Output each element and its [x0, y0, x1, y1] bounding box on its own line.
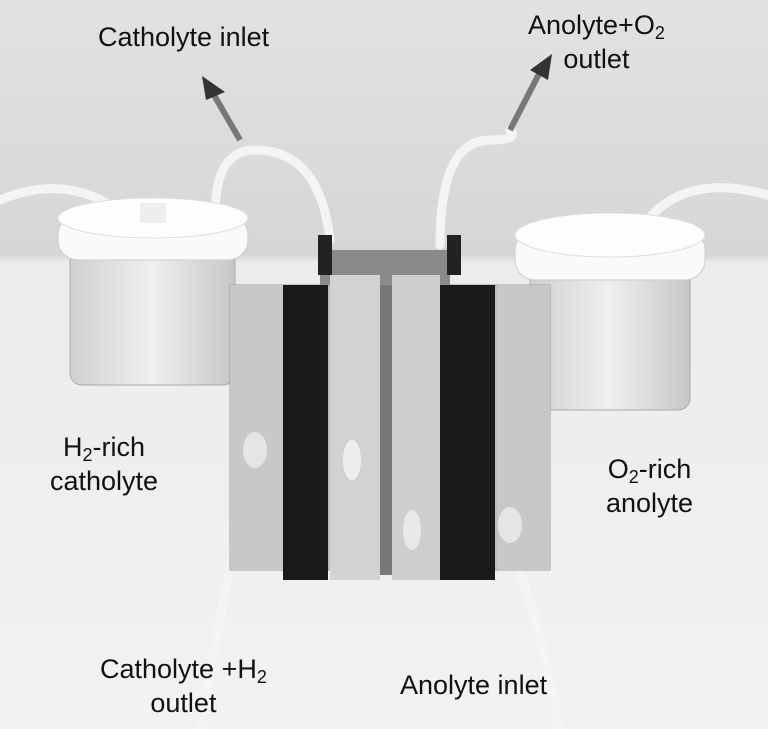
label-text: Catholyte +H	[100, 654, 257, 684]
subscript: 2	[628, 467, 639, 487]
label-text: catholyte	[50, 466, 159, 496]
label-text: outlet	[563, 44, 630, 74]
label-catholyte-h2-outlet: Catholyte +H2 outlet	[100, 652, 267, 720]
subscript: 2	[654, 23, 665, 43]
label-text: -rich	[638, 454, 692, 484]
label-text: H	[63, 432, 83, 462]
label-text: Anolyte+O	[528, 10, 655, 40]
label-o2-rich-anolyte: O2-rich anolyte	[606, 452, 693, 520]
subscript: 2	[82, 445, 93, 465]
subscript: 2	[256, 667, 267, 687]
label-anolyte-o2-outlet: Anolyte+O2 outlet	[528, 8, 665, 76]
label-catholyte-inlet: Catholyte inlet	[98, 22, 270, 52]
label-text: -rich	[92, 432, 146, 462]
label-h2-rich-catholyte: H2-rich catholyte	[50, 430, 158, 498]
electrolyzer-cell	[229, 235, 551, 580]
catholyte-reservoir	[57, 197, 249, 386]
label-text: anolyte	[606, 488, 694, 518]
anolyte-reservoir	[514, 212, 706, 411]
label-anolyte-inlet: Anolyte inlet	[400, 670, 548, 700]
label-text: outlet	[150, 688, 217, 718]
arrow-icon	[507, 54, 552, 132]
arrow-icon	[202, 76, 243, 142]
label-text: O	[607, 454, 629, 484]
